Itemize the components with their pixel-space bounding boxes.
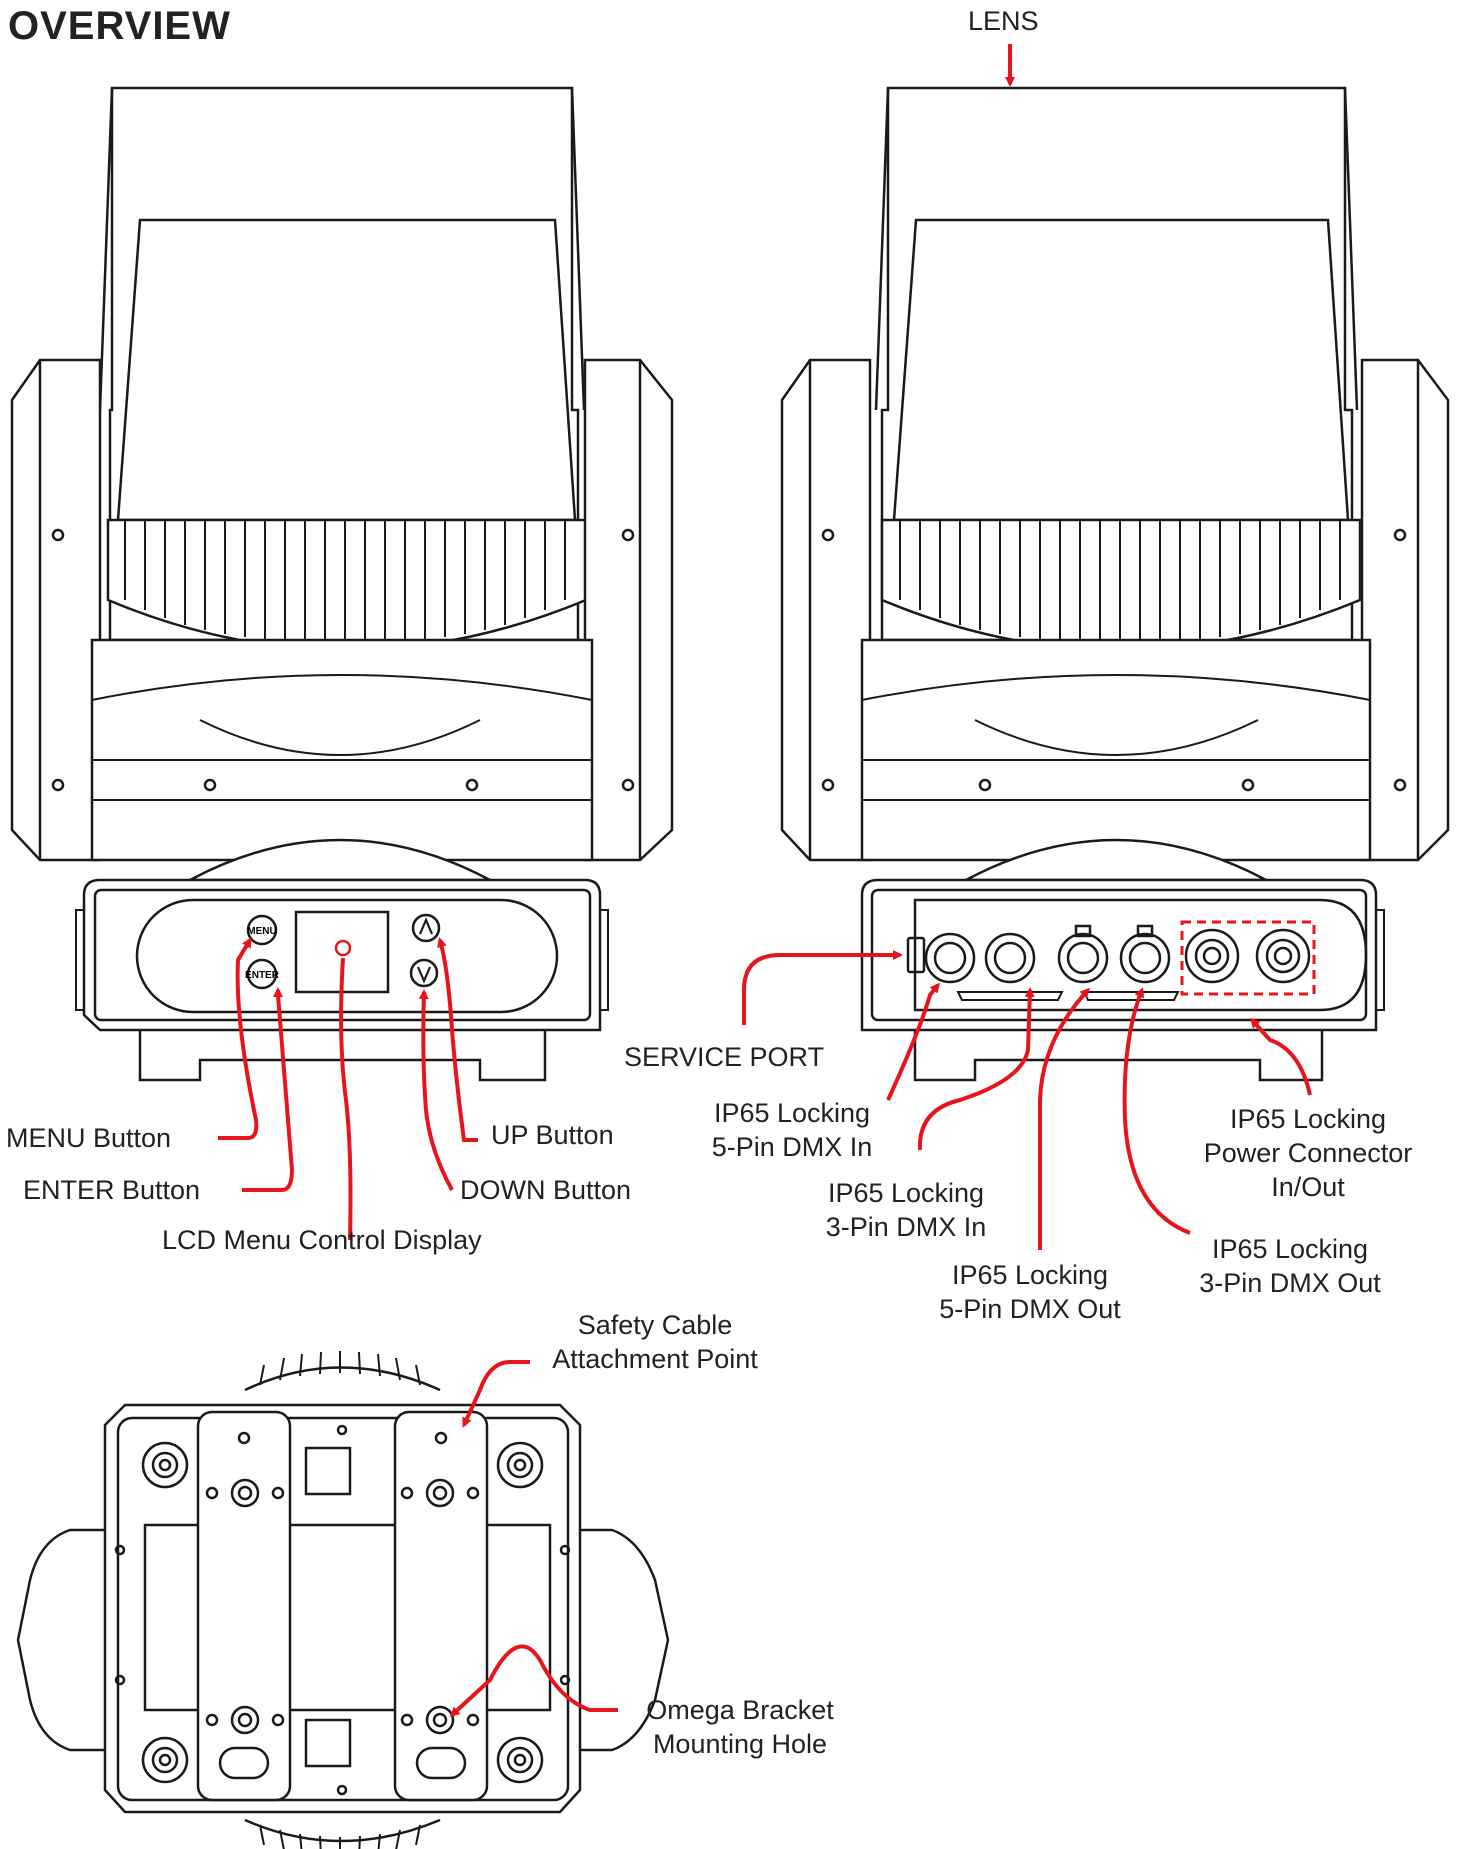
service-callout [742,950,903,1025]
lcd-callout [339,957,353,1241]
down-button-label: DOWN Button [460,1175,632,1205]
enter-button-graphic[interactable]: ENTER [245,958,280,990]
down-arrow-icon[interactable] [409,958,439,988]
front-view-fixture [10,86,674,1082]
enter-button-label: ENTER Button [23,1175,201,1205]
rear-callouts [742,950,1312,1250]
enter-callout [242,987,295,1192]
up-button-label: UP Button [491,1120,614,1150]
lcd-display-label: LCD Menu Control Display [162,1225,482,1255]
dmx5-in-callout [886,982,940,1101]
front-callouts [218,937,478,1241]
page-title: OVERVIEW [8,4,231,48]
down-callout [418,989,454,1191]
power-highlight-box [1180,920,1316,996]
bottom-callouts [449,1360,618,1718]
safety-callout [462,1360,530,1428]
dmx3-in-callout [917,987,1035,1151]
menu-callout [218,937,259,1140]
bottom-view-fixture [16,1351,670,1849]
menu-button-graphic[interactable]: MENU [246,914,278,946]
rear-view-fixture [780,86,1450,1082]
service-port-label: SERVICE PORT [624,1042,825,1072]
up-callout [437,937,478,1142]
up-arrow-icon[interactable] [411,913,441,943]
lcd-indicator [334,939,352,957]
menu-button-label: MENU Button [6,1123,172,1153]
power-callout [1249,1017,1312,1096]
lens-label: LENS [968,6,1039,36]
menu-button-text: MENU [247,926,276,937]
dmx3-out-callout [1122,987,1191,1235]
enter-button-text: ENTER [245,970,280,981]
omega-callout [449,1644,618,1718]
dmx5-out-callout [1038,987,1091,1250]
